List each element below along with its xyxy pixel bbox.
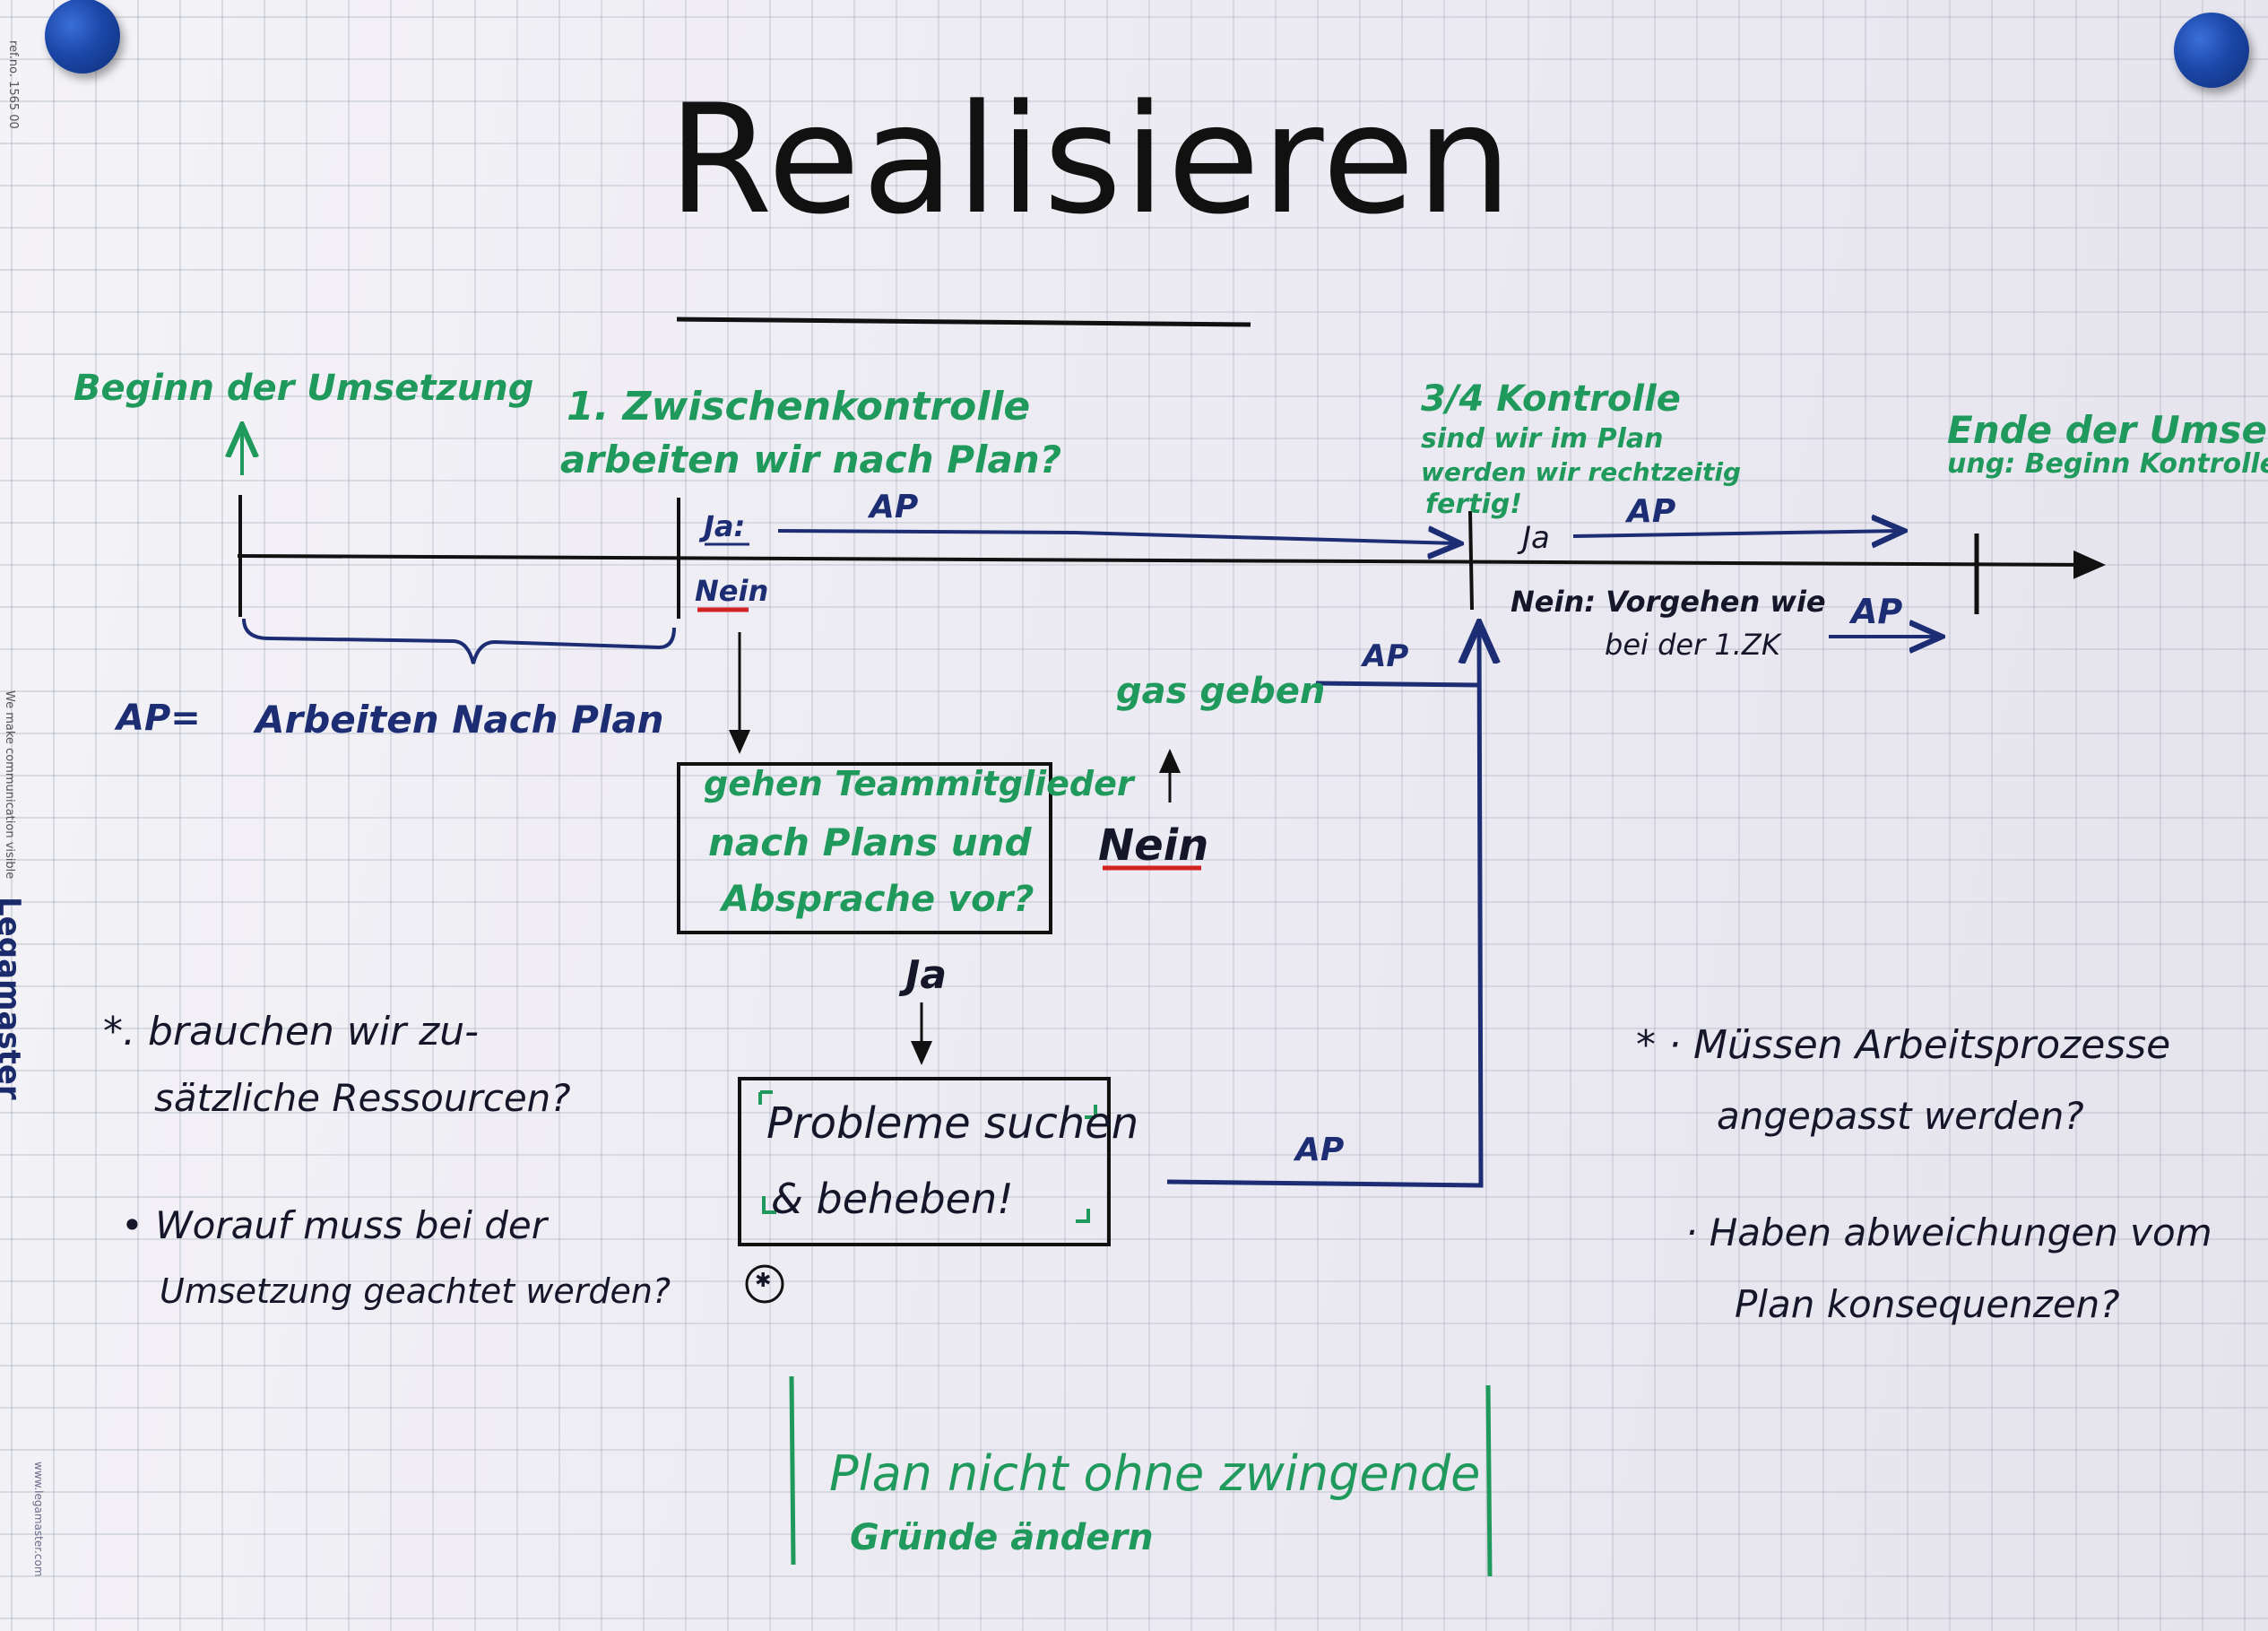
- gas-geben-label: gas geben: [1116, 671, 1326, 712]
- right-note-2a: · Haben abweichungen vom: [1685, 1210, 2212, 1254]
- tick-checkpoint2: [1468, 510, 1474, 611]
- gas-geben-line: [1315, 681, 1478, 688]
- ap-arrow-1: [777, 531, 1457, 543]
- ap-gas-label: AP: [1363, 638, 1409, 674]
- box1-line1: gehen Teammitglieder: [704, 764, 1134, 803]
- left-note-2a: • Worauf muss bei der: [121, 1203, 548, 1247]
- box-team-members: [677, 762, 1052, 934]
- star-circle: [745, 1264, 784, 1304]
- right-note-1a: * · Müssen Arbeitsprozesse: [1636, 1022, 2171, 1068]
- bracket-left: [789, 1375, 796, 1566]
- no-label-2-continued: bei der 1.ZK: [1605, 628, 1780, 662]
- ap-feedback-line: [1166, 628, 1481, 1188]
- end-label-2: ung: Beginn Kontrolle: [1947, 448, 2268, 480]
- no-label-1: Nein: [695, 574, 769, 608]
- timeline-axis: [237, 550, 2106, 579]
- bracket-right: [1485, 1384, 1493, 1577]
- ja-label: Ja: [905, 952, 948, 998]
- left-note-1a: *. brauchen wir zu-: [103, 1009, 480, 1054]
- checkpoint2-question-2: werden wir rechtzeitig: [1421, 457, 1742, 487]
- checkpoint2-question-1: sind wir im Plan: [1421, 423, 1664, 455]
- right-note-2b: Plan konsequenzen?: [1735, 1282, 2120, 1326]
- left-note-1b: sätzliche Ressourcen?: [154, 1076, 571, 1120]
- yes-label-1: Ja:: [704, 509, 746, 543]
- box1-line2: nach Plans und: [708, 820, 1032, 864]
- pin-icon: [45, 0, 120, 74]
- nein-label: Nein: [1098, 820, 1209, 871]
- box1-line3: Absprache vor?: [722, 879, 1034, 920]
- box2-line1: Probleme suchen: [766, 1098, 1139, 1149]
- legend-abbrev: AP=: [117, 698, 201, 739]
- checkpoint2-title: 3/4 Kontrolle: [1421, 378, 1681, 420]
- bottom-note-line1: Plan nicht ohne zwingende: [829, 1445, 1481, 1502]
- yes-label-2: Ja: [1522, 520, 1550, 556]
- box-problems: [738, 1077, 1111, 1246]
- left-note-2b: Umsetzung geachtet werden?: [160, 1271, 671, 1311]
- legend-meaning: Arbeiten Nach Plan: [255, 698, 664, 742]
- box2-line2: & beheben!: [771, 1175, 1014, 1223]
- pin-icon: [2174, 13, 2249, 88]
- ap-label-1: AP: [870, 489, 919, 525]
- phase-brace: [242, 618, 676, 664]
- star-mark: ✱: [755, 1270, 772, 1292]
- checkpoint2-question-3: fertig!: [1425, 489, 1522, 520]
- bottom-note-line2: Gründe ändern: [850, 1517, 1154, 1558]
- start-label: Beginn der Umsetzung: [74, 368, 534, 409]
- title-underline: [676, 317, 1251, 327]
- ap-bottom-label: AP: [1295, 1132, 1345, 1168]
- no-label-2: Nein: Vorgehen wie: [1511, 585, 1826, 619]
- ap-label-3: AP: [1851, 592, 1903, 631]
- checkpoint1-title: 1. Zwischenkontrolle: [567, 384, 1031, 429]
- end-label-1: Ende der Umsetz: [1947, 408, 2268, 452]
- ap-arrow-2: [1572, 531, 1900, 536]
- page-title: Realisieren: [668, 72, 1514, 247]
- ap-label-2: AP: [1627, 493, 1676, 530]
- checkpoint1-question: arbeiten wir nach Plan?: [560, 438, 1062, 481]
- right-note-1b: angepasst werden?: [1717, 1094, 2084, 1138]
